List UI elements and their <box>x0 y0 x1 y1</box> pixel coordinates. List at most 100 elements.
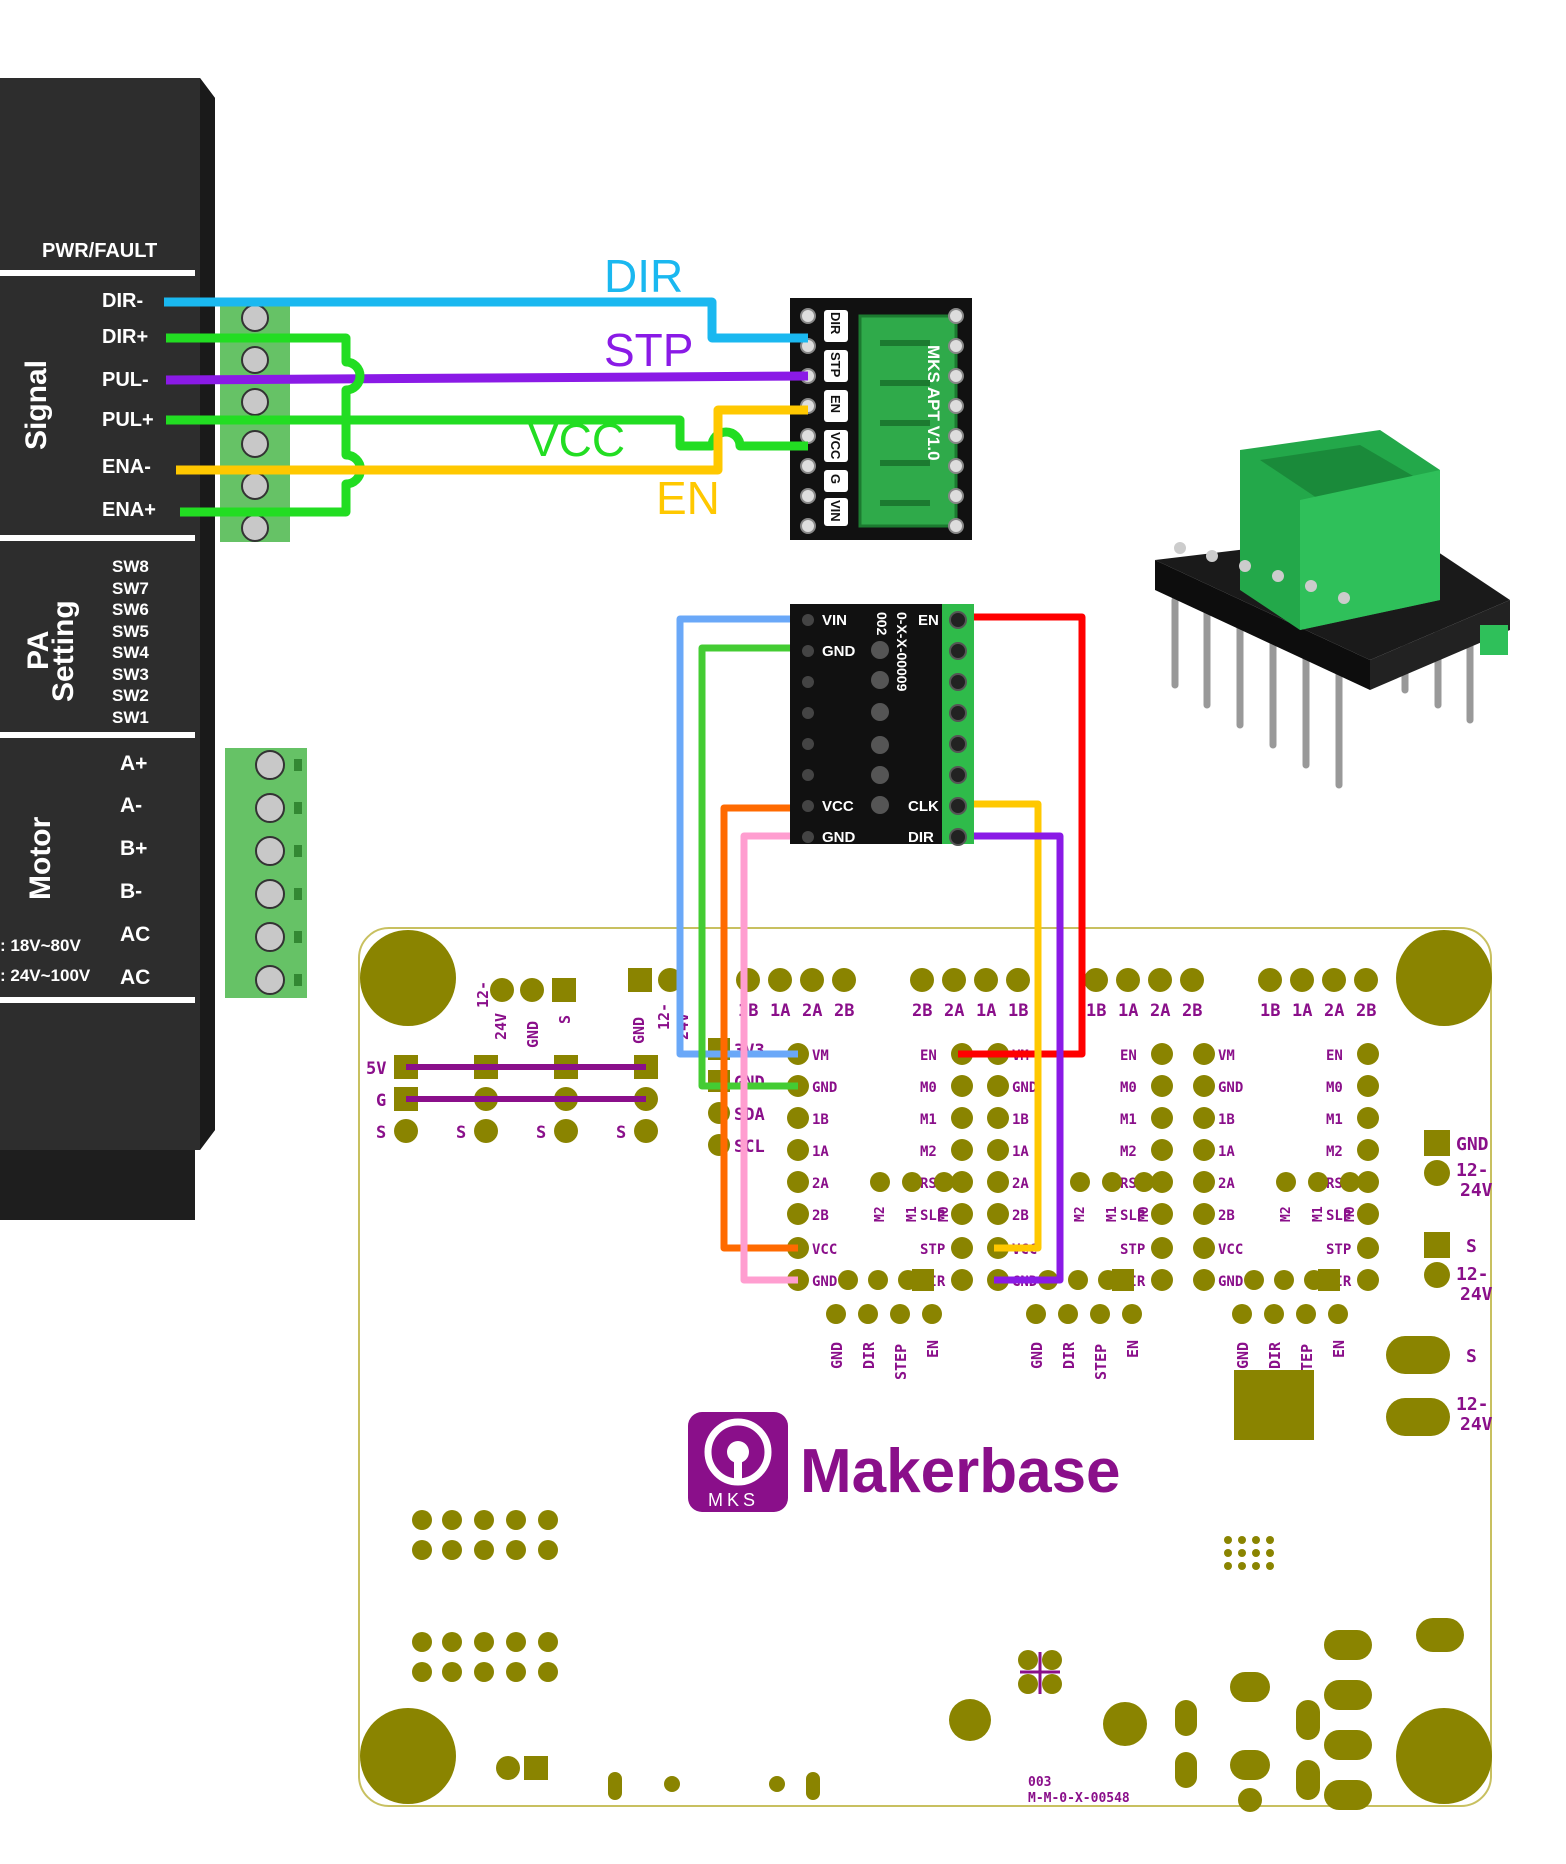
header-pad <box>1090 1304 1110 1324</box>
socket-left-pin-label: 2A <box>1218 1176 1235 1192</box>
motor-header-label: 2A <box>802 1001 822 1021</box>
socket-right-pin-label: M1 <box>1120 1112 1137 1128</box>
socket-pad <box>1244 1270 1264 1290</box>
jumper-pad <box>934 1172 954 1192</box>
socket-pad <box>868 1270 888 1290</box>
divider <box>0 997 195 1003</box>
socket-pad <box>1151 1269 1173 1291</box>
socket-pad <box>951 1171 973 1193</box>
dir-wire-label: DIR <box>604 250 683 302</box>
signal-pin-label: DIR- <box>102 290 143 312</box>
right-power-label: S <box>1466 1346 1477 1367</box>
mks-apt-module: DIR STP EN VCC G VIN MKS APT V1.0 <box>790 298 972 540</box>
socket-pad <box>1193 1171 1215 1193</box>
socket-pad <box>1151 1171 1173 1193</box>
socket-pad <box>1151 1075 1173 1097</box>
pcb-power-label: 12- <box>474 981 492 1008</box>
motor-terminal-block <box>225 748 307 998</box>
header-pad <box>858 1304 878 1324</box>
socket-left-pin-label: 2A <box>1012 1176 1029 1192</box>
socket-right-pin-label: SLP <box>920 1208 945 1224</box>
pcb-s-label: S <box>616 1123 626 1143</box>
socket-left-pin-label: 1B <box>1218 1112 1235 1128</box>
socket-left-pin-label: 1A <box>812 1144 829 1160</box>
pcb-power-label: GND <box>630 1017 648 1044</box>
socket-pad <box>951 1075 973 1097</box>
i2c-label: SDA <box>734 1105 765 1125</box>
pcb-power-label: GND <box>524 1021 542 1048</box>
socket-left-pin-label: VM <box>812 1048 829 1064</box>
en-wire <box>176 405 808 475</box>
motor-header-label: 1A <box>1292 1001 1312 1021</box>
driver-body <box>0 78 215 1150</box>
socket-pad <box>1151 1203 1173 1225</box>
divider <box>0 535 195 541</box>
switch-label: SW3 <box>112 665 149 684</box>
socket-left-pin-label: GND <box>1012 1080 1037 1096</box>
bottom-header-label: GND <box>1028 1342 1046 1369</box>
microstep-label: M2 <box>873 1206 888 1222</box>
stepper-code: 002 <box>874 612 890 636</box>
signal-pin-label: ENA+ <box>102 499 156 521</box>
socket-pad <box>987 1075 1009 1097</box>
header-pad <box>890 1304 910 1324</box>
pcb-code: M-M-0-X-00548 <box>1028 1791 1130 1806</box>
socket-left-pin-label: GND <box>812 1274 837 1290</box>
stepper-pin-label: DIR <box>908 829 934 846</box>
socket-pad <box>1151 1237 1173 1259</box>
bottom-header-label: STEP <box>1092 1344 1110 1380</box>
jumper-pad <box>1276 1172 1296 1192</box>
stepper-pin-label: VIN <box>822 612 847 629</box>
bottom-header-label: STEP <box>892 1344 910 1380</box>
socket-left-pin-label: VCC <box>1218 1242 1243 1258</box>
socket-pad <box>1357 1139 1379 1161</box>
stepper-pin-label: GND <box>822 829 856 846</box>
right-power-label: GND <box>1456 1134 1489 1155</box>
socket-pad <box>1193 1139 1215 1161</box>
socket-left-pin-label: 1B <box>1012 1112 1029 1128</box>
microstep-label: M0 <box>1137 1206 1152 1222</box>
stepper-driver-box: PWR/FAULT Signal DIR- DIR+ PUL- PUL+ ENA… <box>0 78 215 1220</box>
microstep-label: M1 <box>1105 1206 1120 1222</box>
divider <box>0 270 195 276</box>
switch-label: SW7 <box>112 579 149 598</box>
socket-pad <box>1193 1203 1215 1225</box>
socket-pad <box>1274 1270 1294 1290</box>
socket-pad <box>1357 1237 1379 1259</box>
right-power-label: 12- <box>1456 1264 1489 1285</box>
microstep-label: M2 <box>1073 1206 1088 1222</box>
right-power-label: 12- <box>1456 1394 1489 1415</box>
socket-pad <box>1357 1107 1379 1129</box>
socket-pad <box>1068 1270 1088 1290</box>
bottom-header-label: DIR <box>1266 1341 1284 1369</box>
signal-pin-label: DIR+ <box>102 326 148 348</box>
header-pad <box>1058 1304 1078 1324</box>
socket-pad <box>1151 1043 1173 1065</box>
microstep-label: M1 <box>1311 1206 1326 1222</box>
bottom-header-label: EN <box>1330 1340 1348 1358</box>
jumper-pad <box>870 1172 890 1192</box>
motor-header-label: 2B <box>834 1001 854 1021</box>
pcb-code: 003 <box>1028 1775 1051 1790</box>
motor-header-label: 2A <box>944 1001 964 1021</box>
header-pad <box>1122 1304 1142 1324</box>
socket-pad <box>1357 1269 1379 1291</box>
motor-header-label: 2A <box>1324 1001 1344 1021</box>
right-power-label: 12- <box>1456 1160 1489 1181</box>
voltage-label: : 18V~80V <box>0 936 81 955</box>
header-pad <box>1026 1304 1046 1324</box>
socket-pad <box>1193 1269 1215 1291</box>
socket-right-pin-label: SLP <box>1326 1208 1351 1224</box>
bottom-header-label: DIR <box>1060 1341 1078 1369</box>
stepper-code: 0-X-X-00009 <box>894 612 910 692</box>
en-en-wire <box>958 613 1086 1058</box>
socket-pad <box>1193 1043 1215 1065</box>
dir-wire <box>164 297 808 343</box>
socket-pad <box>951 1139 973 1161</box>
socket-left-pin-label: VCC <box>812 1242 837 1258</box>
pcb-row-label: S <box>376 1123 386 1143</box>
socket-pad <box>787 1171 809 1193</box>
makerbase-logo: MKS Makerbase <box>688 1412 1121 1512</box>
socket-right-pin-label: M1 <box>1326 1112 1343 1128</box>
